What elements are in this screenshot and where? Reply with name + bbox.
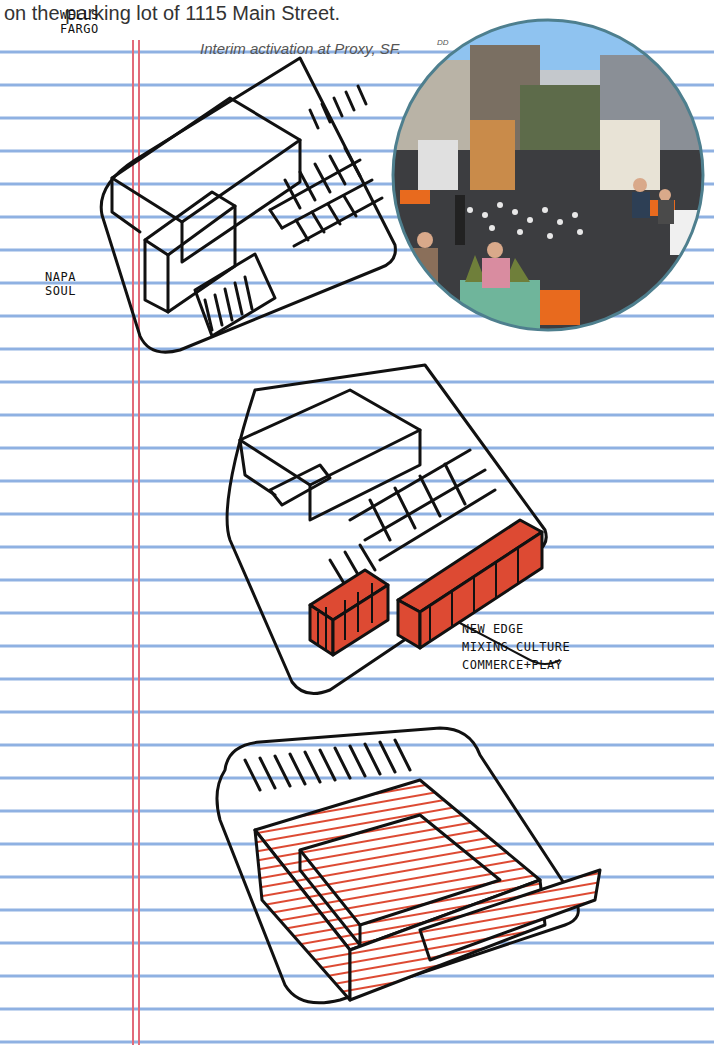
- intro-text: on the parking lot of 1115 Main Street.: [4, 2, 340, 25]
- handwritten-note: WELLS FARGO: [60, 8, 110, 36]
- handwritten-note: NAPA SOUL: [45, 270, 85, 298]
- credit-mark: DD: [437, 38, 449, 47]
- photo-caption: Interim activation at Proxy, SF.: [200, 40, 401, 57]
- handwritten-note: MIXING CULTURE: [462, 640, 570, 654]
- handwritten-note: COMMERCE+PLAY: [462, 658, 562, 672]
- handwritten-note: NEW EDGE: [462, 622, 524, 636]
